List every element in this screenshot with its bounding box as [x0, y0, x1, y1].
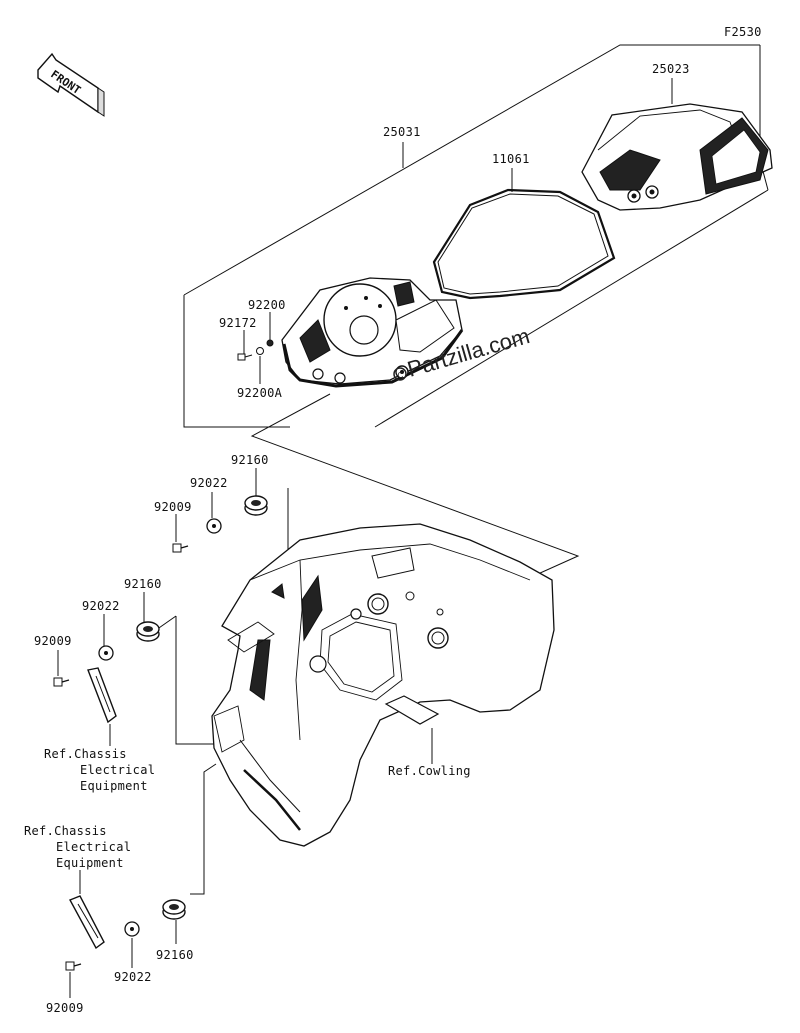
- ref-chassis-1-line2: Electrical: [80, 763, 155, 777]
- grommet-92160-c: [162, 899, 186, 920]
- washer-92022-b: [98, 645, 114, 661]
- projection-line-5: [190, 763, 217, 895]
- ref-chassis-2-line2: Electrical: [56, 840, 131, 854]
- washer-92022-a: [206, 518, 222, 534]
- bolt-92009-b: [53, 677, 70, 687]
- washer-92200A: [256, 347, 264, 355]
- label-92160-b: 92160: [124, 577, 162, 591]
- bolt-92009-c: [65, 961, 82, 971]
- chassis-bracket-1: [87, 667, 117, 724]
- label-11061: 11061: [492, 152, 530, 166]
- label-92160-a: 92160: [231, 453, 269, 467]
- label-92160-c: 92160: [156, 948, 194, 962]
- label-92009-c: 92009: [46, 1001, 84, 1015]
- label-92172: 92172: [219, 316, 257, 330]
- label-92200A: 92200A: [237, 386, 283, 400]
- figure-code: F2530: [724, 25, 762, 39]
- chassis-bracket-2: [69, 895, 105, 950]
- ref-chassis-2-line3: Equipment: [56, 856, 124, 870]
- gasket-11061: [432, 188, 616, 300]
- ref-cowling: Ref.Cowling: [388, 764, 471, 778]
- grommet-92160-b: [136, 621, 160, 642]
- ref-chassis-1-line1: Ref.Chassis: [44, 747, 127, 761]
- ref-chassis-1-line3: Equipment: [80, 779, 148, 793]
- ref-chassis-2-line1: Ref.Chassis: [24, 824, 107, 838]
- label-92009-b: 92009: [34, 634, 72, 648]
- label-92022-a: 92022: [190, 476, 228, 490]
- meter-cover-25023: [581, 103, 773, 211]
- washer-92200: [266, 339, 274, 347]
- label-92200: 92200: [248, 298, 286, 312]
- label-25023: 25023: [652, 62, 690, 76]
- label-92009-a: 92009: [154, 500, 192, 514]
- inner-cowling: [211, 523, 555, 847]
- svg-text:C: C: [398, 371, 404, 380]
- meter-unit: [281, 277, 464, 388]
- label-92022-c: 92022: [114, 970, 152, 984]
- label-92022-b: 92022: [82, 599, 120, 613]
- assembly-outline: [183, 44, 769, 428]
- front-arrow-icon: FRONT: [37, 52, 105, 117]
- screw-92172: [237, 353, 253, 361]
- washer-92022-c: [124, 921, 140, 937]
- label-25031: 25031: [383, 125, 421, 139]
- bolt-92009-a: [172, 543, 189, 553]
- grommet-92160-a: [244, 495, 268, 516]
